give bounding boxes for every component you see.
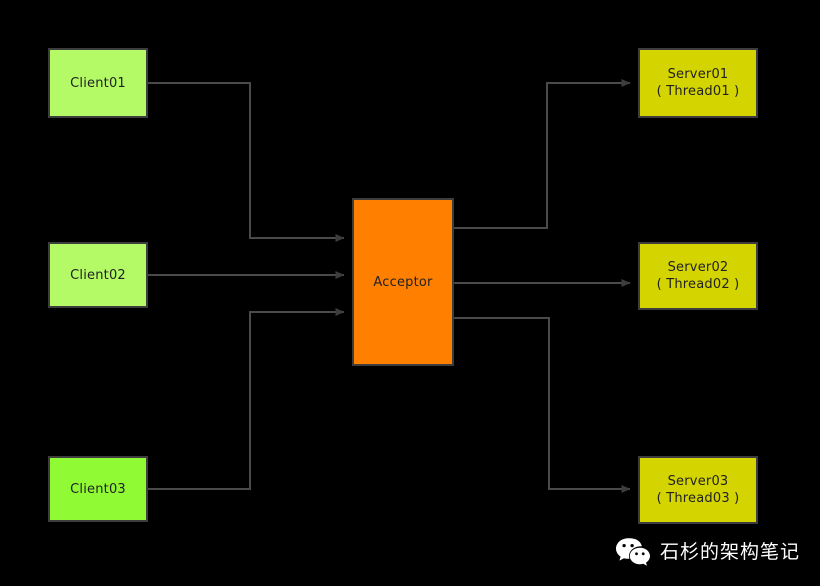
node-sublabel: ( Thread03 ) [656, 491, 740, 506]
watermark-text: 石杉的架构笔记 [660, 540, 801, 563]
node-label: Client03 [70, 481, 126, 497]
node-label: Server01 [667, 67, 729, 82]
node-acceptor[interactable]: Acceptor [352, 198, 454, 366]
wechat-icon [615, 537, 651, 567]
node-server03[interactable]: Server03 ( Thread03 ) [638, 456, 758, 524]
node-label: Server03 [667, 474, 729, 489]
node-label: Client01 [70, 75, 126, 91]
edge-acceptor-to-server03 [454, 317, 631, 493]
edge-client03-to-acceptor [148, 308, 345, 490]
node-sublabel: ( Thread01 ) [656, 84, 740, 99]
node-client03[interactable]: Client03 [48, 456, 148, 522]
node-label: Server02 [667, 260, 729, 275]
node-server01[interactable]: Server01 ( Thread01 ) [638, 48, 758, 118]
edge-acceptor-to-server01 [454, 79, 631, 229]
node-server02[interactable]: Server02 ( Thread02 ) [638, 242, 758, 310]
watermark: 石杉的架构笔记 [615, 537, 800, 567]
node-label: Acceptor [373, 274, 433, 290]
node-sublabel: ( Thread02 ) [656, 277, 740, 292]
node-label: Client02 [70, 267, 126, 283]
edge-client01-to-acceptor [148, 82, 345, 242]
node-client02[interactable]: Client02 [48, 242, 148, 308]
node-client01[interactable]: Client01 [48, 48, 148, 118]
